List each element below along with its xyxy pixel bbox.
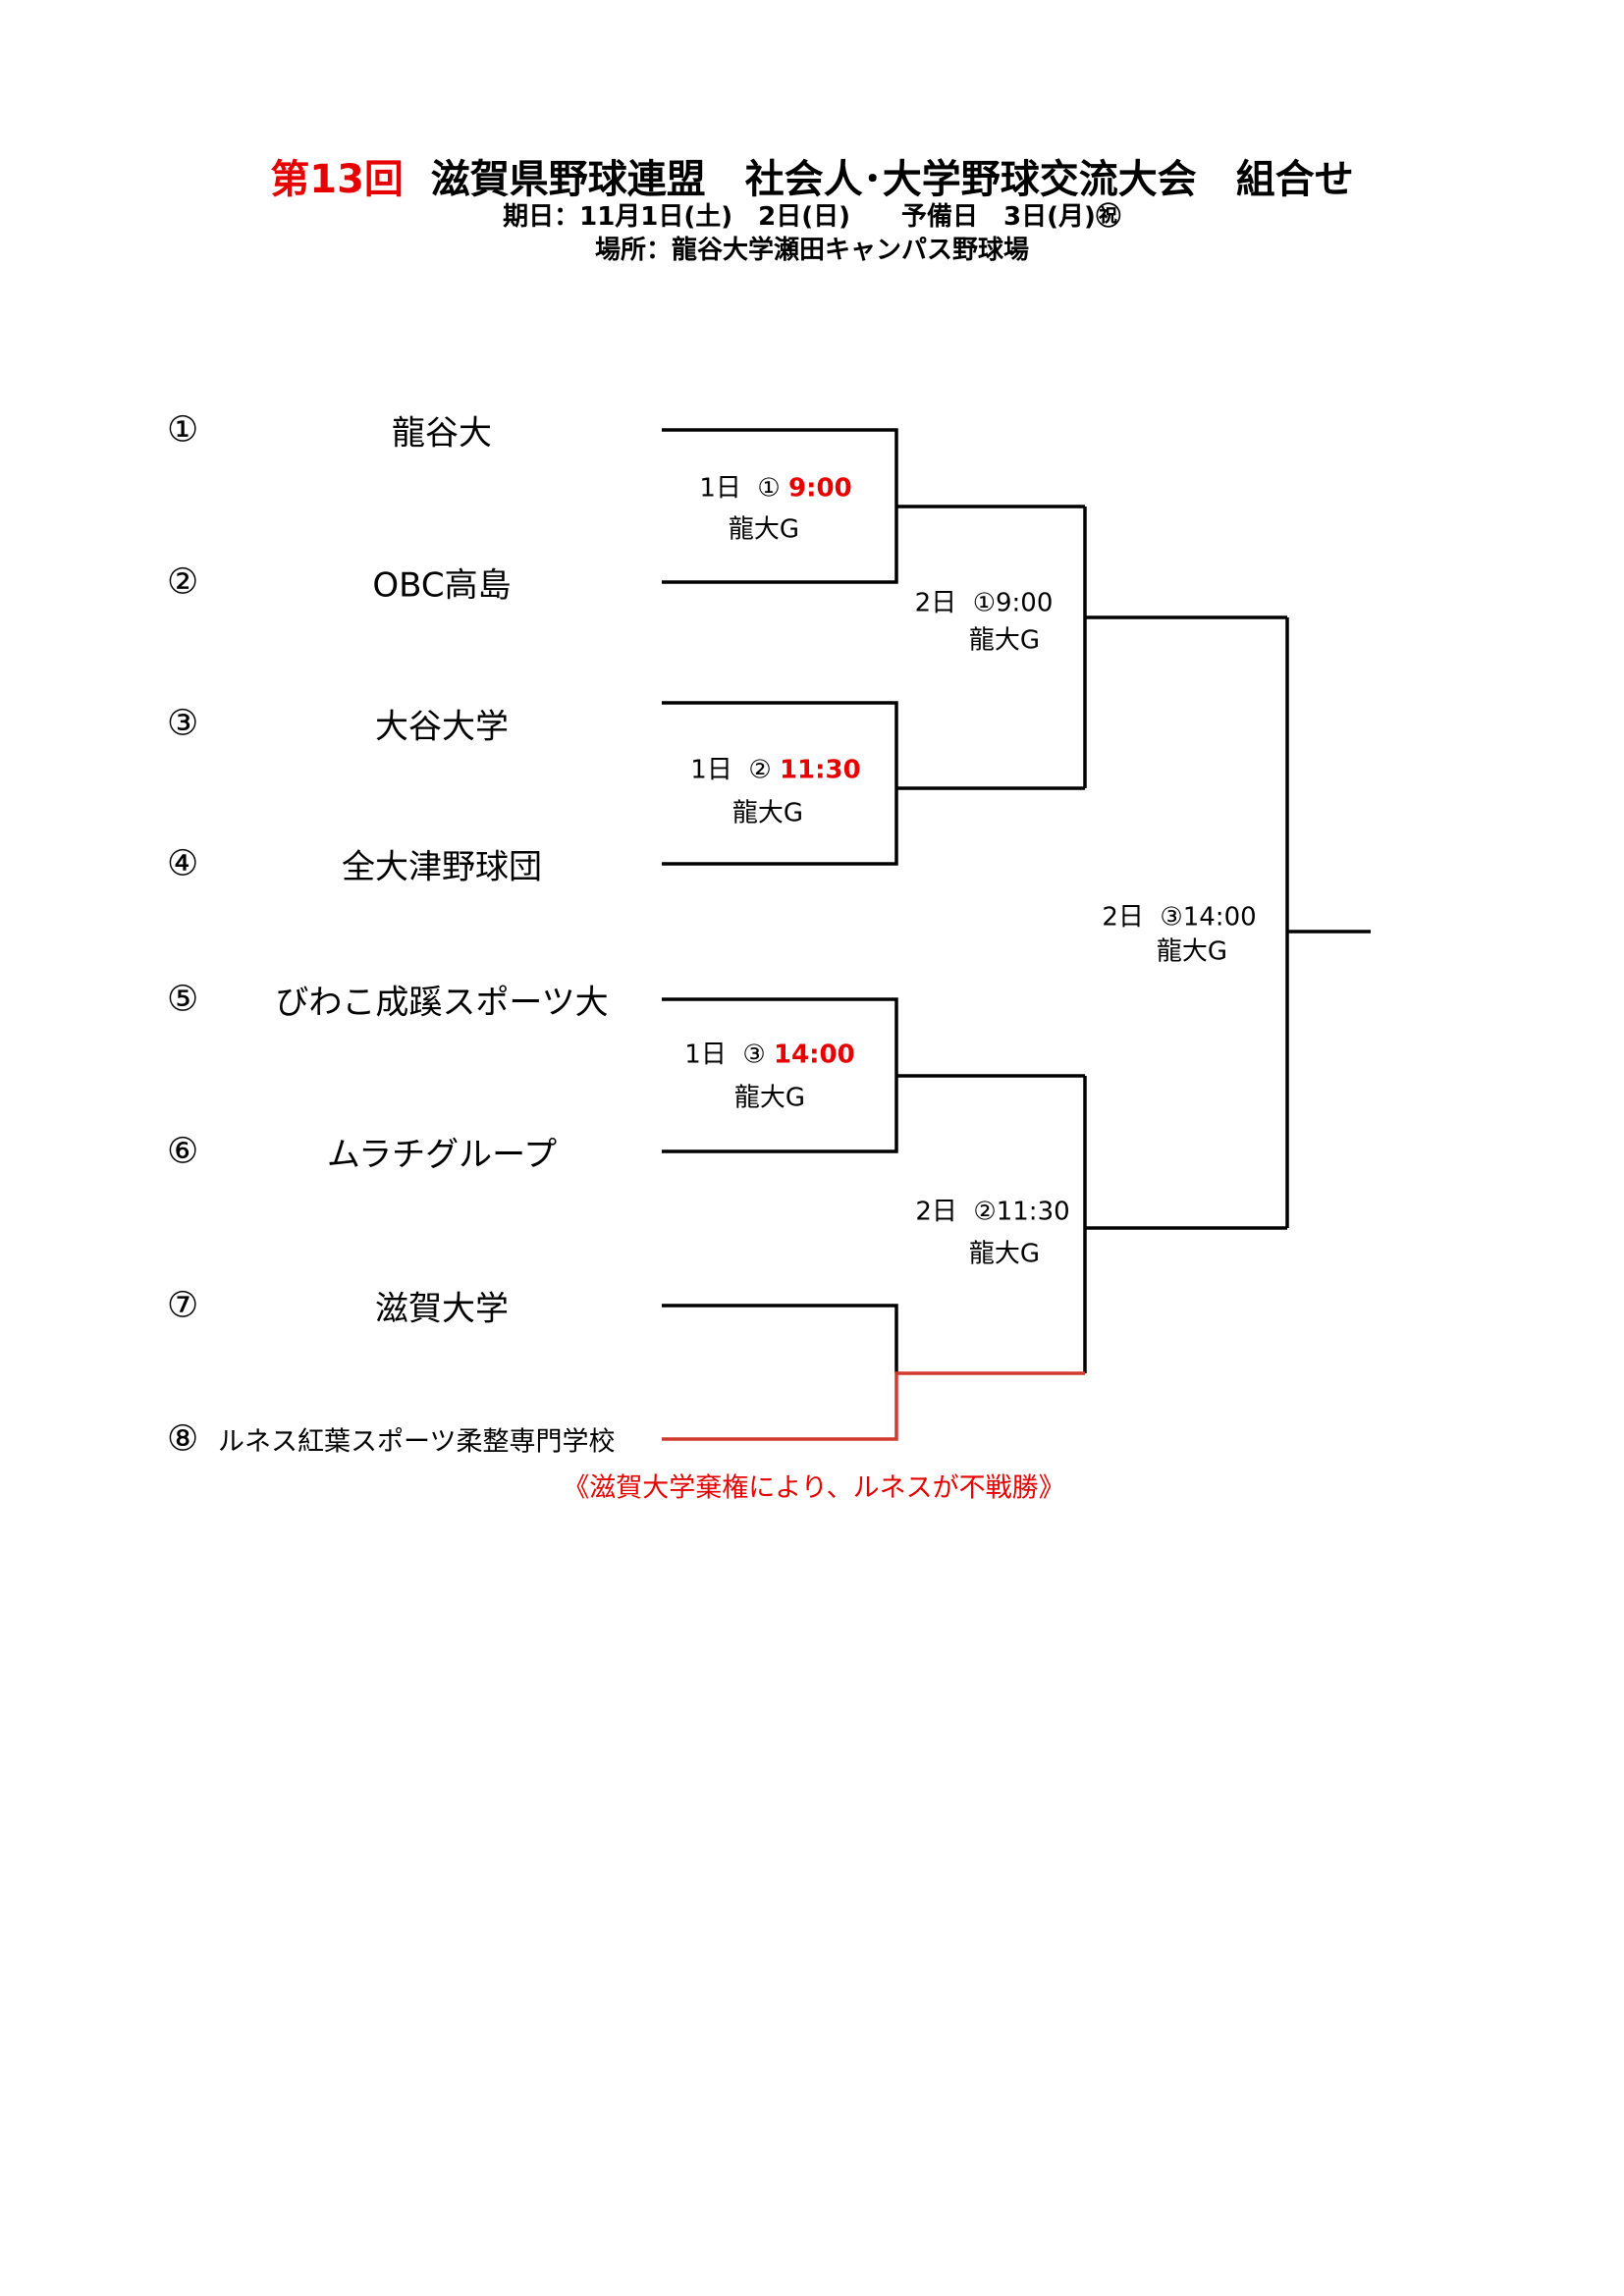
event-venue: 場所：龍谷大学瀬田キャンパス野球場 [594,236,1029,265]
match-r1-2-schedule: 1日 ② 11:30 [690,755,861,785]
event-dates: 期日：11月1日(土) 2日(日) 予備日 3日(月)㊗ [503,202,1121,232]
bracket-r1-4-top [662,1304,898,1373]
match-r2-1-venue: 龍大G [968,625,1041,656]
title-main: 滋賀県野球連盟 社会人･大学野球交流大会 組合せ [430,157,1354,202]
team-3: 大谷大学 [375,707,509,747]
match-r1-3-schedule: 1日 ③ 14:00 [684,1040,855,1070]
match-final-venue: 龍大G [1156,936,1228,967]
team-8: ルネス紅葉スポーツ柔整専門学校 [218,1426,616,1458]
match-r1-3-venue: 龍大G [733,1083,806,1113]
match-r2-2-venue: 龍大G [968,1239,1041,1269]
match-r2-1-schedule: 2日 ①9:00 [914,588,1054,618]
match-r1-2-venue: 龍大G [731,798,804,828]
bracket-r1-1 [662,428,898,584]
seed-2: ② [167,561,199,603]
match-r1-1-schedule: 1日 ① 9:00 [699,473,852,504]
match-r2-2-schedule: 2日 ②11:30 [915,1197,1070,1227]
team-1: 龍谷大 [392,413,492,454]
seed-8: ⑧ [167,1418,199,1460]
bracket-r1-3 [662,997,898,1153]
team-5: びわこ成蹊スポーツ大 [275,983,609,1023]
bracket-walkover-path [662,1371,1085,1441]
seed-7: ⑦ [167,1285,199,1326]
team-6: ムラチグループ [326,1135,558,1175]
match-final-schedule: 2日 ③14:00 [1102,902,1257,933]
title-edition: 第13回 [270,157,404,202]
team-2: OBC高島 [372,565,512,606]
team-7: 滋賀大学 [375,1289,509,1329]
team-4: 全大津野球団 [342,847,542,887]
page-title: 第13回 滋賀県野球連盟 社会人･大学野球交流大会 組合せ [0,147,1624,204]
match-r1-1-venue: 龍大G [728,514,800,545]
seed-6: ⑥ [167,1131,199,1172]
seed-3: ③ [167,703,199,744]
seed-4: ④ [167,843,199,884]
bracket-r1-2 [662,701,898,866]
seed-1: ① [167,409,199,451]
walkover-note: 《滋賀大学棄権により、ルネスが不戦勝》 [563,1472,1065,1504]
seed-5: ⑤ [167,979,199,1020]
